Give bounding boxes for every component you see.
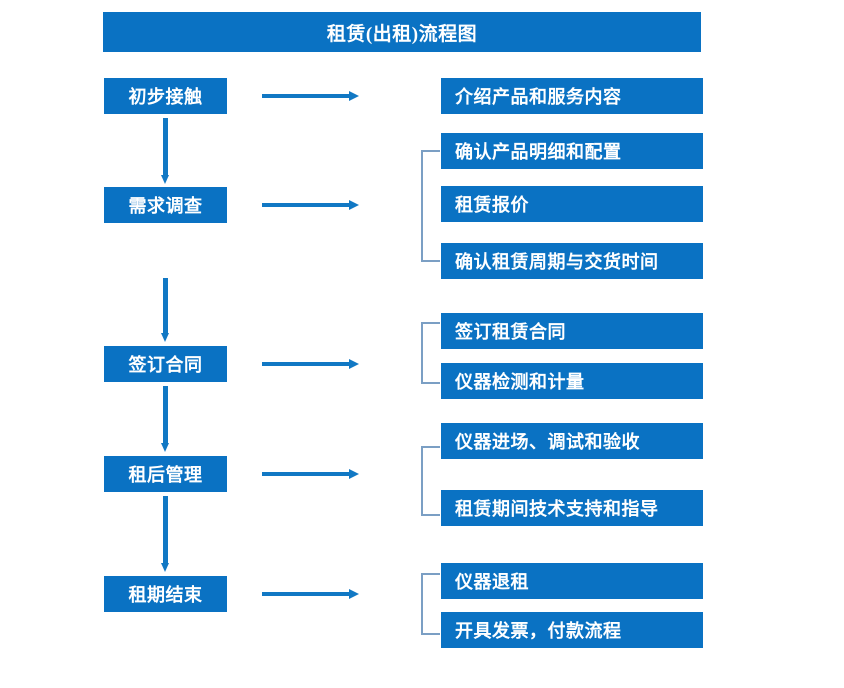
stage-box-4[interactable]: 租后管理 — [104, 456, 227, 492]
detail-box-g5-1[interactable]: 仪器退租 — [441, 563, 703, 599]
arrow-shaft — [262, 203, 349, 207]
stage-box-3[interactable]: 签订合同 — [104, 346, 227, 382]
arrow-shaft — [163, 278, 168, 333]
arrow-head — [349, 469, 359, 479]
detail-box-g4-2[interactable]: 租赁期间技术支持和指导 — [441, 490, 703, 526]
detail-box-g2-2[interactable]: 租赁报价 — [441, 186, 703, 222]
arrow-shaft — [163, 118, 168, 175]
link-arrow-right-2 — [262, 200, 359, 210]
link-arrow-right-3 — [262, 359, 359, 369]
diagram-title: 租赁(出租)流程图 — [103, 12, 701, 52]
group-bracket-3 — [421, 322, 440, 384]
arrow-head — [161, 443, 169, 452]
flow-arrow-down-3 — [161, 386, 170, 452]
link-arrow-right-4 — [262, 469, 359, 479]
stage-box-1[interactable]: 初步接触 — [104, 78, 227, 114]
arrow-shaft — [262, 362, 349, 366]
group-bracket-4 — [421, 446, 440, 516]
flow-arrow-down-4 — [161, 496, 170, 572]
detail-box-g3-1[interactable]: 签订租赁合同 — [441, 313, 703, 349]
arrow-head — [161, 175, 169, 184]
detail-box-g2-3[interactable]: 确认租赁周期与交货时间 — [441, 243, 703, 279]
arrow-head — [161, 333, 169, 342]
detail-box-g1-1[interactable]: 介绍产品和服务内容 — [441, 78, 703, 114]
arrow-shaft — [262, 592, 349, 596]
arrow-shaft — [163, 386, 168, 443]
detail-box-g5-2[interactable]: 开具发票，付款流程 — [441, 612, 703, 648]
link-arrow-right-1 — [262, 91, 359, 101]
stage-box-2[interactable]: 需求调查 — [104, 187, 227, 223]
arrow-head — [349, 200, 359, 210]
detail-box-g4-1[interactable]: 仪器进场、调试和验收 — [441, 423, 703, 459]
arrow-shaft — [163, 496, 168, 563]
arrow-head — [349, 589, 359, 599]
stage-box-5[interactable]: 租期结束 — [104, 576, 227, 612]
group-bracket-2 — [421, 150, 440, 262]
detail-box-g3-2[interactable]: 仪器检测和计量 — [441, 363, 703, 399]
link-arrow-right-5 — [262, 589, 359, 599]
arrow-shaft — [262, 94, 349, 98]
arrow-head — [161, 563, 169, 572]
arrow-head — [349, 359, 359, 369]
group-bracket-5 — [421, 573, 440, 635]
detail-box-g2-1[interactable]: 确认产品明细和配置 — [441, 133, 703, 169]
arrow-head — [349, 91, 359, 101]
arrow-shaft — [262, 472, 349, 476]
flow-arrow-down-1 — [161, 118, 170, 184]
flow-arrow-down-2 — [161, 278, 170, 342]
